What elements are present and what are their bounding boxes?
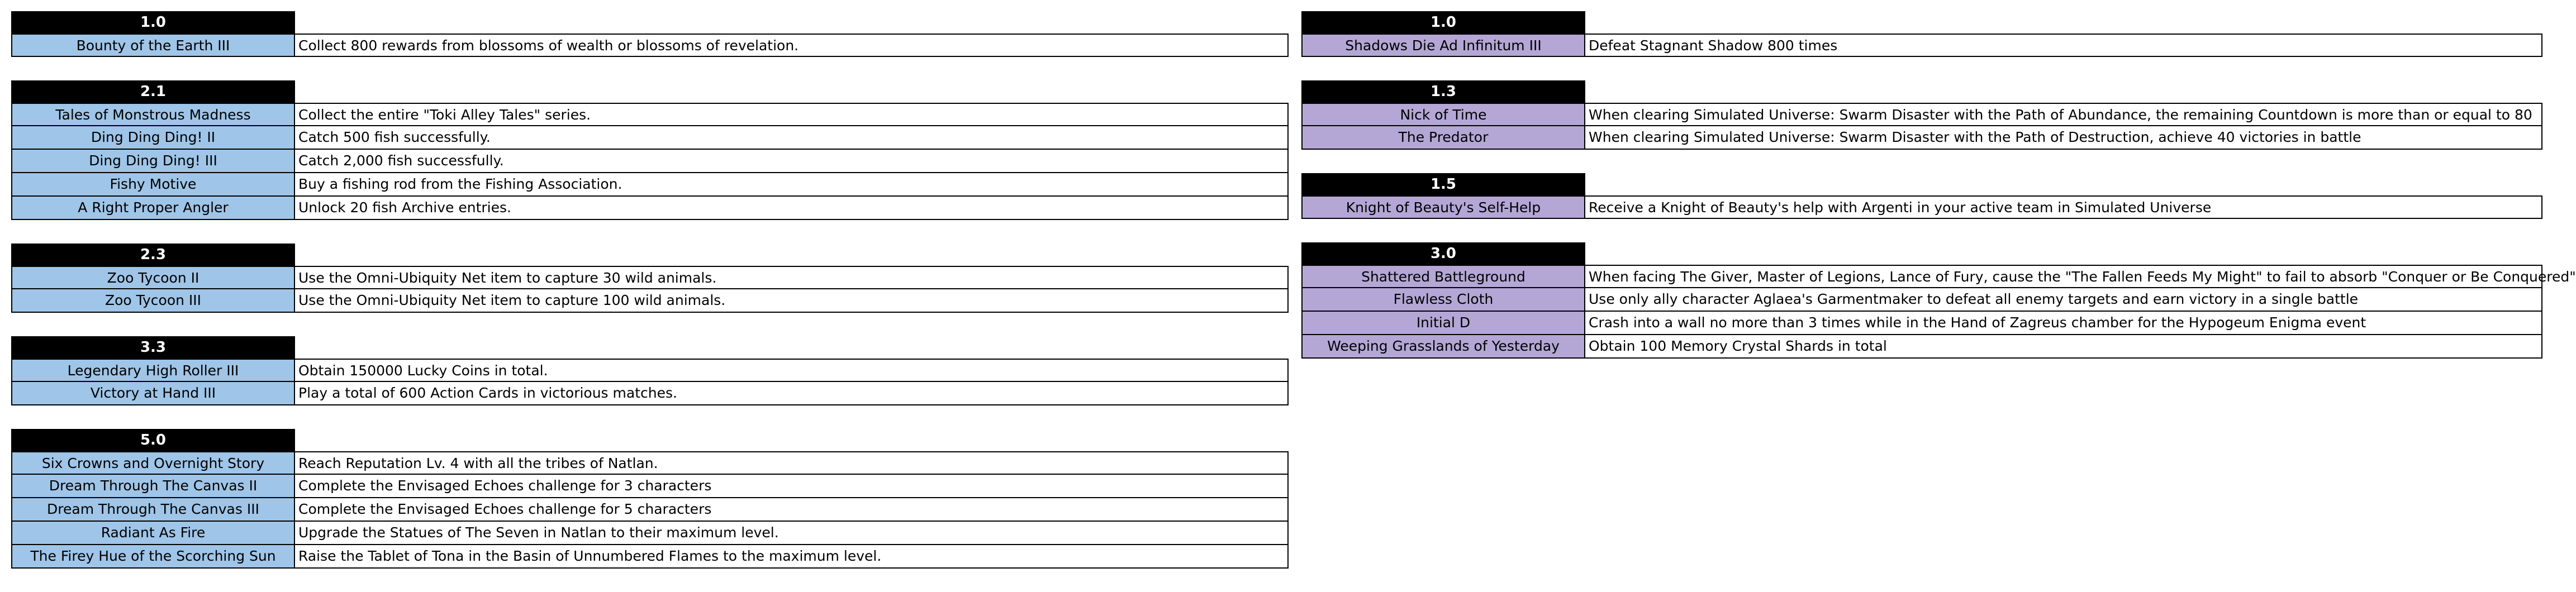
achievement-description: Crash into a wall no more than 3 times w…: [1585, 312, 2542, 335]
achievement-description: Obtain 150000 Lucky Coins in total.: [295, 359, 1289, 382]
version-section: 5.0 Six Crowns and Overnight Story Reach…: [11, 429, 1289, 569]
achievement-name: Weeping Grasslands of Yesterday: [1301, 335, 1585, 359]
achievement-name: Legendary High Roller III: [11, 359, 295, 382]
achievement-description: Obtain 100 Memory Crystal Shards in tota…: [1585, 335, 2542, 359]
achievement-name: Dream Through The Canvas II: [11, 475, 295, 498]
table-row: Flawless Cloth Use only ally character A…: [1301, 288, 2542, 312]
achievement-name: Dream Through The Canvas III: [11, 498, 295, 522]
achievement-name: Zoo Tycoon II: [11, 266, 295, 289]
table-row: Radiant As Fire Upgrade the Statues of T…: [11, 522, 1289, 545]
achievement-name: A Right Proper Angler: [11, 197, 295, 220]
genshin-achievements-table: 1.0 Bounty of the Earth III Collect 800 …: [11, 11, 1289, 592]
table-row: The Predator When clearing Simulated Uni…: [1301, 126, 2542, 150]
achievement-name: Six Crowns and Overnight Story: [11, 451, 295, 475]
table-row: Weeping Grasslands of Yesterday Obtain 1…: [1301, 335, 2542, 359]
achievement-name: Nick of Time: [1301, 103, 1585, 126]
version-section: 1.3 Nick of Time When clearing Simulated…: [1301, 80, 2542, 150]
table-row: A Right Proper Angler Unlock 20 fish Arc…: [11, 197, 1289, 220]
version-header: 1.3: [1301, 80, 1585, 103]
achievement-name: Shadows Die Ad Infinitum III: [1301, 34, 1585, 57]
version-header: 3.3: [11, 336, 295, 359]
achievement-name: Shattered Battleground: [1301, 265, 1585, 288]
version-section: 3.3 Legendary High Roller III Obtain 150…: [11, 336, 1289, 405]
version-header: 2.1: [11, 80, 295, 103]
table-row: Legendary High Roller III Obtain 150000 …: [11, 359, 1289, 382]
achievement-description: Use only ally character Aglaea's Garment…: [1585, 288, 2542, 312]
achievement-description: Defeat Stagnant Shadow 800 times: [1585, 34, 2542, 57]
achievement-description: Upgrade the Statues of The Seven in Natl…: [295, 522, 1289, 545]
achievement-description: Catch 500 fish successfully.: [295, 126, 1289, 150]
version-section: 2.1 Tales of Monstrous Madness Collect t…: [11, 80, 1289, 220]
version-header: 2.3: [11, 244, 295, 266]
achievement-name: Initial D: [1301, 312, 1585, 335]
table-row: The Firey Hue of the Scorching Sun Raise…: [11, 545, 1289, 569]
table-row: Six Crowns and Overnight Story Reach Rep…: [11, 451, 1289, 475]
version-section: 2.3 Zoo Tycoon II Use the Omni-Ubiquity …: [11, 244, 1289, 313]
table-row: Ding Ding Ding! II Catch 500 fish succes…: [11, 126, 1289, 150]
table-row: Fishy Motive Buy a fishing rod from the …: [11, 173, 1289, 197]
version-section: 1.5 Knight of Beauty's Self-Help Receive…: [1301, 173, 2542, 219]
table-row: Ding Ding Ding! III Catch 2,000 fish suc…: [11, 150, 1289, 173]
version-header: 5.0: [11, 429, 295, 451]
achievement-description: Collect 800 rewards from blossoms of wea…: [295, 34, 1289, 57]
table-row: Victory at Hand III Play a total of 600 …: [11, 382, 1289, 405]
achievement-name: Ding Ding Ding! III: [11, 150, 295, 173]
achievement-name: Zoo Tycoon III: [11, 289, 295, 313]
achievement-description: Use the Omni-Ubiquity Net item to captur…: [295, 289, 1289, 313]
achievement-description: Complete the Envisaged Echoes challenge …: [295, 498, 1289, 522]
table-row: Bounty of the Earth III Collect 800 rewa…: [11, 34, 1289, 57]
table-row: Tales of Monstrous Madness Collect the e…: [11, 103, 1289, 126]
achievement-name: Bounty of the Earth III: [11, 34, 295, 57]
table-row: Shadows Die Ad Infinitum III Defeat Stag…: [1301, 34, 2542, 57]
achievement-description: When clearing Simulated Universe: Swarm …: [1585, 103, 2542, 126]
achievement-name: Fishy Motive: [11, 173, 295, 197]
achievement-name: Ding Ding Ding! II: [11, 126, 295, 150]
table-row: Zoo Tycoon III Use the Omni-Ubiquity Net…: [11, 289, 1289, 313]
achievement-description: Receive a Knight of Beauty's help with A…: [1585, 195, 2542, 219]
version-section: 3.0 Shattered Battleground When facing T…: [1301, 242, 2576, 359]
achievement-name: Knight of Beauty's Self-Help: [1301, 195, 1585, 219]
star-rail-achievements-table: 1.0 Shadows Die Ad Infinitum III Defeat …: [1301, 11, 2576, 382]
table-row: Shattered Battleground When facing The G…: [1301, 265, 2576, 288]
table-row: Dream Through The Canvas II Complete the…: [11, 475, 1289, 498]
version-header: 1.0: [11, 11, 295, 34]
version-header: 1.0: [1301, 11, 1585, 34]
table-row: Nick of Time When clearing Simulated Uni…: [1301, 103, 2542, 126]
achievement-description: Unlock 20 fish Archive entries.: [295, 197, 1289, 220]
version-section: 1.0 Shadows Die Ad Infinitum III Defeat …: [1301, 11, 2542, 57]
version-header: 1.5: [1301, 173, 1585, 195]
table-row: Dream Through The Canvas III Complete th…: [11, 498, 1289, 522]
achievement-description: Collect the entire "Toki Alley Tales" se…: [295, 103, 1289, 126]
achievement-name: Flawless Cloth: [1301, 288, 1585, 312]
table-row: Initial D Crash into a wall no more than…: [1301, 312, 2542, 335]
achievement-description: When clearing Simulated Universe: Swarm …: [1585, 126, 2542, 150]
achievement-name: The Firey Hue of the Scorching Sun: [11, 545, 295, 569]
version-section: 1.0 Bounty of the Earth III Collect 800 …: [11, 11, 1289, 57]
achievement-description: When facing The Giver, Master of Legions…: [1585, 265, 2576, 288]
achievement-description: Play a total of 600 Action Cards in vict…: [295, 382, 1289, 405]
achievement-name: The Predator: [1301, 126, 1585, 150]
achievement-description: Complete the Envisaged Echoes challenge …: [295, 475, 1289, 498]
achievement-name: Radiant As Fire: [11, 522, 295, 545]
table-row: Knight of Beauty's Self-Help Receive a K…: [1301, 195, 2542, 219]
achievement-name: Victory at Hand III: [11, 382, 295, 405]
achievement-description: Raise the Tablet of Tona in the Basin of…: [295, 545, 1289, 569]
achievement-description: Use the Omni-Ubiquity Net item to captur…: [295, 266, 1289, 289]
achievement-name: Tales of Monstrous Madness: [11, 103, 295, 126]
version-header: 3.0: [1301, 242, 1585, 265]
achievement-description: Catch 2,000 fish successfully.: [295, 150, 1289, 173]
achievement-description: Reach Reputation Lv. 4 with all the trib…: [295, 451, 1289, 475]
table-row: Zoo Tycoon II Use the Omni-Ubiquity Net …: [11, 266, 1289, 289]
achievement-description: Buy a fishing rod from the Fishing Assoc…: [295, 173, 1289, 197]
